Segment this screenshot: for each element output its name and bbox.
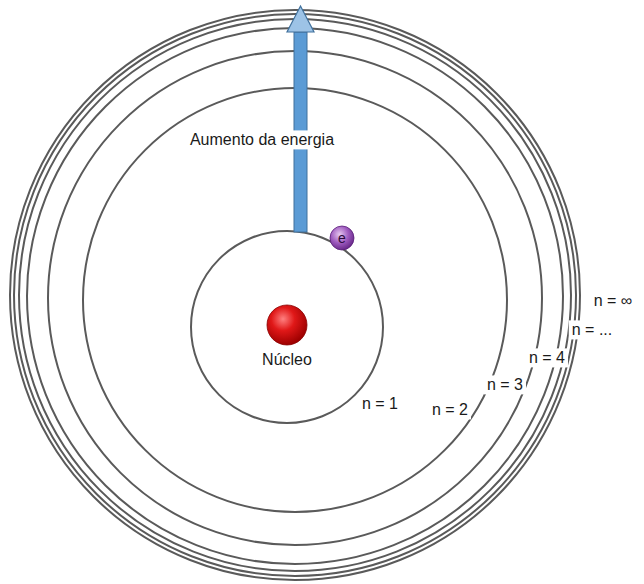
orbit-ring — [191, 231, 383, 423]
nucleus-label: Núcleo — [262, 304, 312, 369]
orbit-ring — [19, 19, 571, 571]
electron-label: e — [329, 225, 355, 251]
orbit-ring — [14, 14, 576, 576]
energy-arrow — [287, 6, 314, 232]
level-label: n = ... — [569, 320, 615, 339]
orbit-ring — [10, 10, 580, 580]
orbit-rings — [10, 10, 580, 580]
level-label: n = ∞ — [591, 291, 636, 310]
orbit-ring — [27, 28, 563, 564]
level-label: n = 3 — [484, 375, 526, 394]
nucleus-sphere — [266, 304, 308, 346]
electron: e — [329, 225, 355, 251]
level-label: n = 1 — [359, 394, 401, 413]
energy-label: Aumento da energia — [187, 130, 337, 149]
nucleus: Núcleo — [262, 304, 312, 369]
level-label: n = 2 — [429, 400, 471, 419]
level-label: n = 4 — [526, 348, 568, 367]
